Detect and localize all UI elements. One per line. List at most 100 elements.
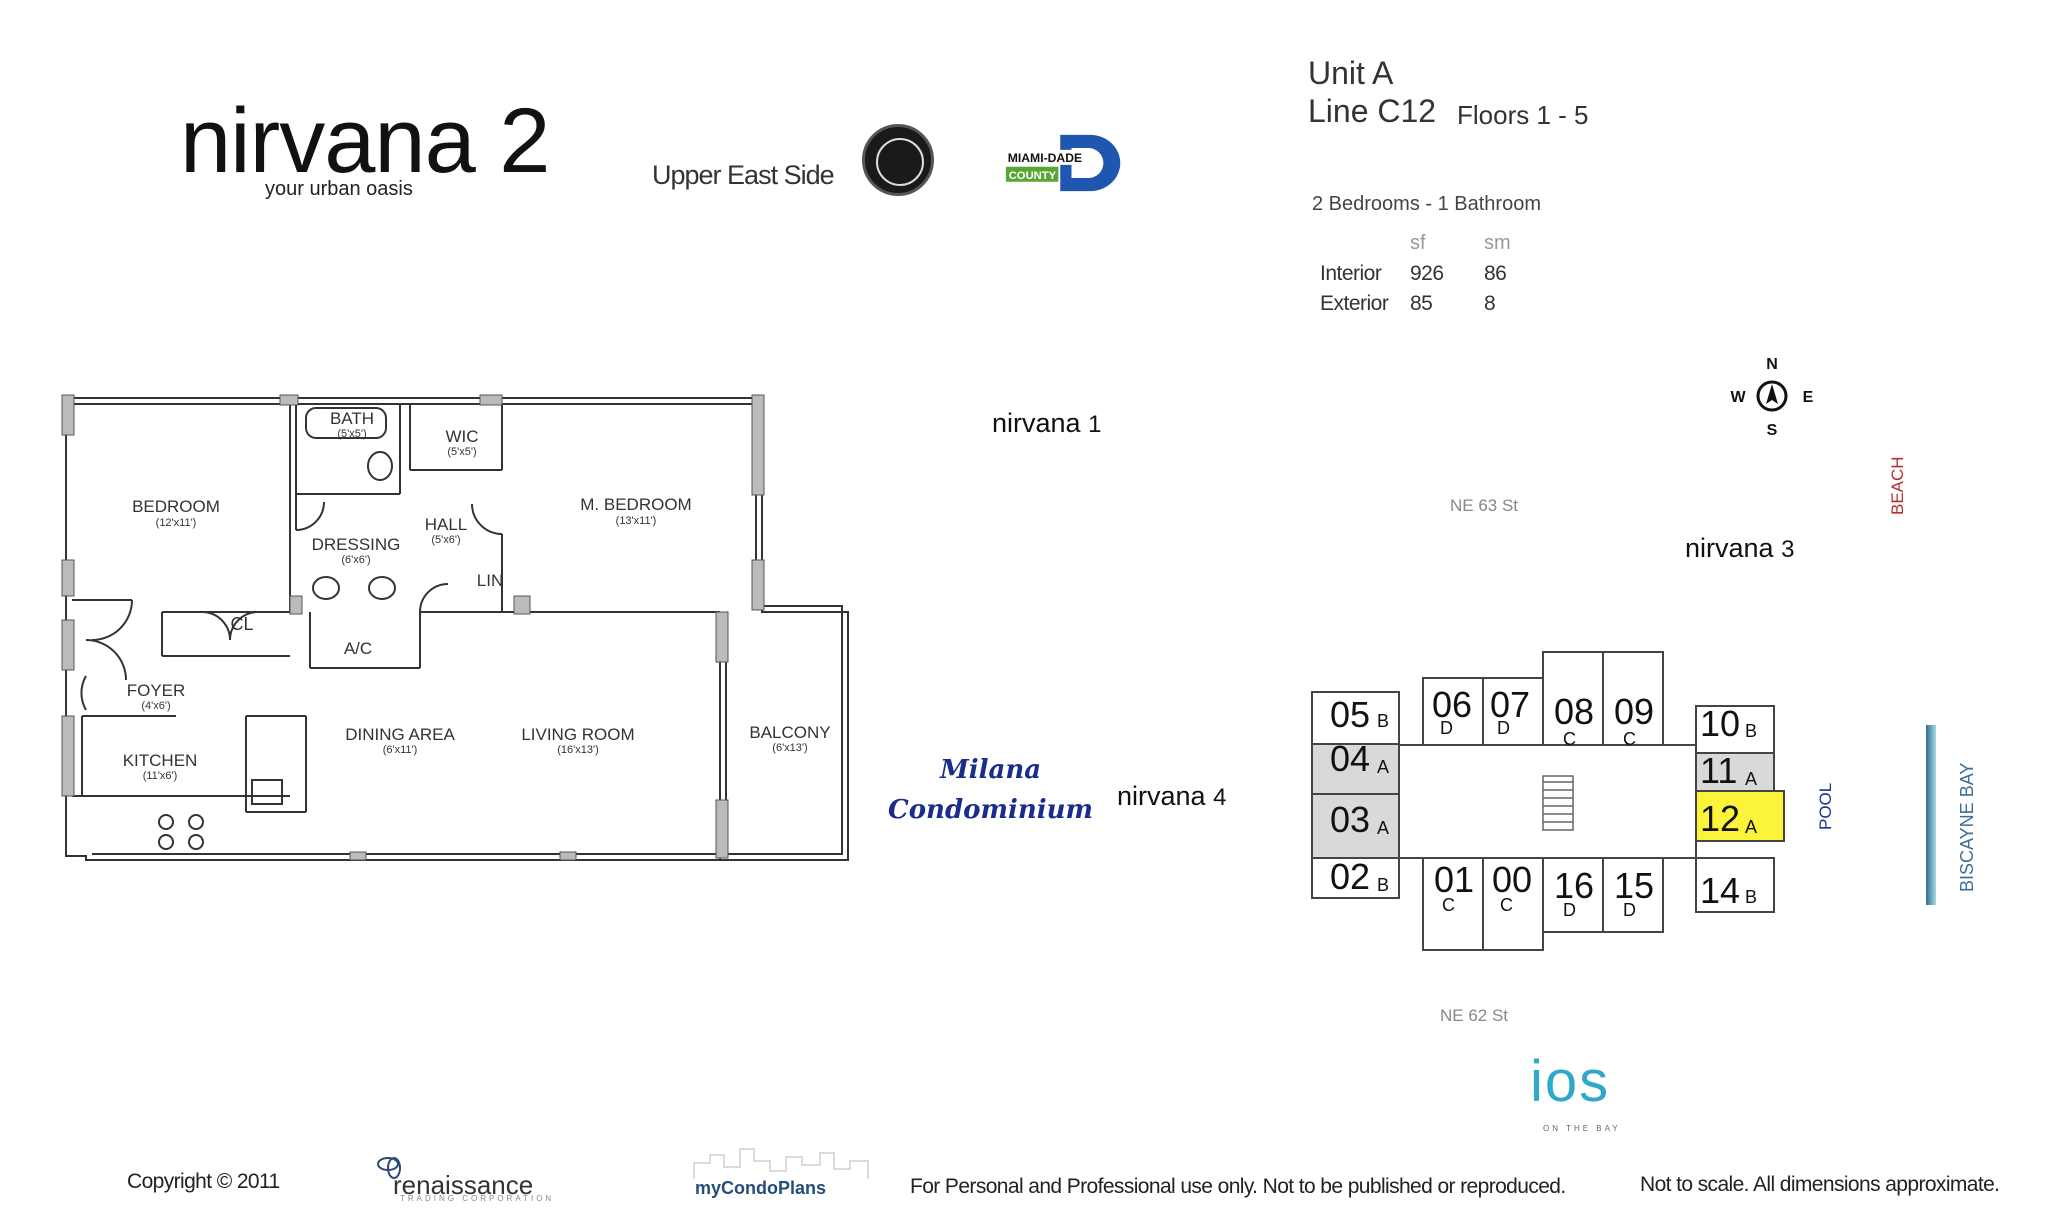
unit-00: 00C bbox=[1482, 857, 1544, 951]
room-hall: HALL bbox=[425, 515, 468, 534]
unit-type: B bbox=[1745, 721, 1757, 741]
room-bedroom: BEDROOM bbox=[132, 497, 220, 516]
unit-number: 15 bbox=[1614, 865, 1654, 906]
unit-type: A bbox=[1377, 818, 1389, 838]
unit-type: A bbox=[1745, 769, 1757, 789]
city-seal-icon bbox=[862, 124, 934, 196]
room-bath-dims: (5'x5') bbox=[337, 428, 366, 440]
room-lin: LIN bbox=[477, 571, 503, 590]
room-wic: WIC bbox=[445, 427, 478, 446]
unit-number: 11 bbox=[1700, 750, 1737, 791]
street-south: NE 62 St bbox=[1440, 1006, 1509, 1025]
unit-box bbox=[1482, 857, 1544, 951]
unit-09: 09C bbox=[1602, 651, 1664, 749]
room-ac: A/C bbox=[344, 639, 372, 658]
unit-07: 07D bbox=[1482, 677, 1544, 746]
unit-type: C bbox=[1500, 895, 1513, 915]
mycondoplans-logo: myCondoPlans bbox=[695, 1178, 827, 1198]
unit-number: 09 bbox=[1614, 691, 1654, 732]
room-balcony-dims: (6'x13') bbox=[772, 742, 807, 754]
unit-type: D bbox=[1497, 718, 1510, 738]
interior-label: Interior bbox=[1320, 262, 1382, 285]
svg-text:E: E bbox=[1803, 389, 1814, 406]
unit-number: 08 bbox=[1554, 691, 1594, 732]
unit-01: 01C bbox=[1422, 857, 1484, 951]
sf-header: sf bbox=[1410, 232, 1426, 254]
unit-box bbox=[1542, 857, 1604, 933]
unit-number: 12 bbox=[1700, 798, 1740, 839]
brand-title: nirvana 2 bbox=[180, 90, 550, 192]
svg-text:N: N bbox=[1766, 356, 1778, 373]
renaissance-logo: renaissance bbox=[393, 1170, 534, 1200]
svg-text:W: W bbox=[1730, 389, 1746, 406]
unit-type: C bbox=[1563, 729, 1576, 749]
room-foyer: FOYER bbox=[127, 681, 186, 700]
unit-number: 04 bbox=[1330, 738, 1370, 779]
unit-box bbox=[1695, 752, 1775, 792]
room-dressing: DRESSING bbox=[312, 535, 401, 554]
exterior-label: Exterior bbox=[1320, 292, 1389, 315]
brand-tagline: your urban oasis bbox=[265, 178, 413, 200]
floors-label: Floors 1 - 5 bbox=[1457, 100, 1589, 130]
unit-06: 06D bbox=[1422, 677, 1484, 746]
nirvana4-label: nirvana 4 bbox=[1117, 781, 1227, 811]
room-master-bedroom-dims: (13'x11') bbox=[616, 515, 657, 527]
room-dining-dims: (6'x11') bbox=[383, 744, 418, 756]
unit-box bbox=[1695, 790, 1785, 842]
unit-number: 05 bbox=[1330, 694, 1370, 735]
unit-type: B bbox=[1745, 887, 1757, 907]
unit-box bbox=[1311, 691, 1400, 745]
unit-box bbox=[1311, 793, 1400, 859]
room-bath: BATH bbox=[330, 409, 374, 428]
room-kitchen-dims: (11'x6') bbox=[143, 770, 178, 782]
unit-type: A bbox=[1745, 817, 1757, 837]
unit-box bbox=[1602, 651, 1664, 746]
unit-box bbox=[1311, 857, 1400, 899]
unit-box bbox=[1311, 743, 1400, 795]
street-north: NE 63 St bbox=[1450, 496, 1519, 515]
unit-type: D bbox=[1623, 900, 1636, 920]
room-foyer-dims: (4'x6') bbox=[141, 700, 170, 712]
renaissance-logo-sub: TRADING CORPORATION bbox=[400, 1194, 555, 1203]
stair-core bbox=[1542, 775, 1574, 831]
miami-dade-logo: MIAMI-DADE COUNTY bbox=[1005, 134, 1121, 192]
room-wic-dims: (5'x5') bbox=[447, 446, 476, 458]
svg-text:S: S bbox=[1767, 422, 1778, 439]
nirvana1-label: nirvana 1 bbox=[992, 408, 1102, 438]
unit-03: 03 A bbox=[1311, 793, 1400, 859]
exterior-sm: 8 bbox=[1484, 292, 1496, 315]
unit-number: 07 bbox=[1490, 684, 1530, 725]
room-living: LIVING ROOM bbox=[521, 725, 634, 744]
usage-note: For Personal and Professional use only. … bbox=[910, 1175, 1566, 1198]
area-name: Upper East Side bbox=[652, 160, 835, 190]
floor-plan: BEDROOM (12'x11') BATH (5'x5') WIC (5'x5… bbox=[61, 394, 849, 861]
unit-type: C bbox=[1442, 895, 1455, 915]
unit-number: 03 bbox=[1330, 799, 1370, 840]
unit-title: Unit A bbox=[1308, 55, 1394, 91]
renaissance-logo-icon bbox=[377, 1157, 401, 1179]
nirvana3-label: nirvana 3 bbox=[1685, 533, 1795, 563]
room-living-dims: (16'x13') bbox=[557, 744, 599, 756]
unit-type: C bbox=[1623, 729, 1636, 749]
interior-sf: 926 bbox=[1410, 262, 1444, 285]
bedrooms-label: 2 Bedrooms - 1 Bathroom bbox=[1312, 193, 1541, 215]
unit-type: D bbox=[1440, 718, 1453, 738]
county-logo-line2: COUNTY bbox=[1009, 170, 1057, 182]
room-hall-dims: (5'x6') bbox=[431, 534, 460, 546]
unit-box bbox=[1695, 857, 1775, 913]
unit-type: B bbox=[1377, 875, 1389, 895]
copyright-text: Copyright © 2011 bbox=[127, 1170, 280, 1193]
unit-number: 14 bbox=[1700, 870, 1740, 911]
room-balcony: BALCONY bbox=[749, 723, 830, 742]
compass-icon: N S W E bbox=[1730, 356, 1814, 439]
unit-number: 01 bbox=[1434, 859, 1474, 900]
biscayne-bay-bar bbox=[1926, 725, 1936, 905]
unit-15: 15D bbox=[1602, 857, 1664, 933]
ios-logo-sub: ON THE BAY bbox=[1543, 1124, 1621, 1133]
unit-box bbox=[1602, 857, 1664, 933]
